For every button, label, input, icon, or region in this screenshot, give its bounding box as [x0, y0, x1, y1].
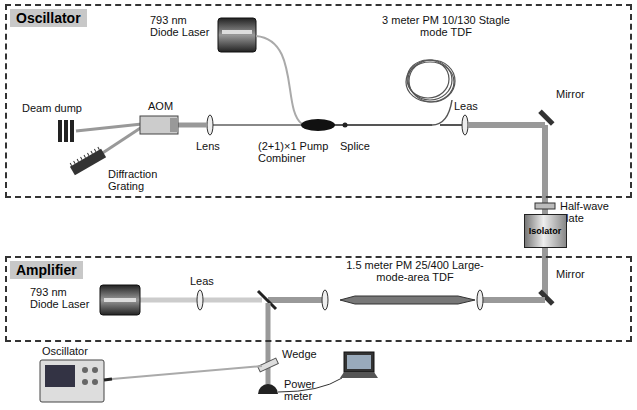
part-label: 3 meter PM 10/130 Stagle mode TDF: [378, 14, 514, 38]
part-label: Wedge: [282, 348, 317, 360]
region-heading: Oscillator: [10, 9, 87, 27]
region-box: Amplifier: [5, 256, 632, 342]
coil-loop: [407, 60, 449, 98]
scope-knob: [82, 367, 88, 373]
part-label: AOM: [148, 100, 173, 112]
dump-plate: [58, 120, 62, 142]
part-label: Lens: [196, 140, 220, 152]
part-label: 1.5 meter PM 25/400 Large-mode-area TDF: [340, 259, 490, 283]
scope-knob: [92, 367, 98, 373]
beam: [483, 297, 545, 303]
laser-stripe: [222, 30, 252, 34]
beam: [268, 297, 322, 303]
lens: [197, 290, 203, 310]
part-label: Splice: [340, 140, 370, 152]
grating-body: [70, 149, 106, 176]
fiber: [432, 100, 452, 125]
beam: [542, 125, 548, 198]
laptop: [340, 352, 378, 378]
part-label: Half-wave plate: [560, 200, 632, 224]
sample-beam: [112, 366, 262, 379]
aom: [140, 116, 178, 134]
scope-knob: [82, 379, 88, 385]
beam: [98, 127, 142, 156]
part-label: Mirror: [556, 268, 585, 280]
fiber: [213, 124, 302, 126]
laptop-screen: [344, 352, 374, 372]
lens: [322, 290, 328, 310]
laser-body: [218, 18, 256, 52]
oscilloscope: [40, 360, 112, 402]
fiber-coil: [406, 60, 455, 102]
region-box: Oscillator: [5, 4, 632, 198]
part-label: Deam dump: [22, 102, 82, 114]
region-heading: Amplifier: [10, 261, 83, 279]
scope-knob: [92, 379, 98, 385]
beam-dump: [58, 120, 74, 142]
beam: [266, 303, 271, 386]
grating-ridges: [70, 147, 99, 166]
component-label: Isolator: [529, 226, 562, 236]
pump-combiner: [301, 119, 335, 131]
part-label: Power meter: [284, 378, 324, 402]
laser-stripe: [104, 298, 136, 302]
mirror: [538, 110, 554, 126]
coil-loop: [406, 62, 454, 102]
dump-plate: [70, 120, 74, 142]
probe: [104, 379, 112, 380]
isolator-box: Isolator: [524, 214, 567, 248]
power-detector: [258, 384, 278, 394]
part-label: Oscillator: [42, 345, 88, 357]
fiber: [334, 124, 432, 126]
part-label: 793 nm Diode Laser: [30, 286, 94, 310]
half-wave-plate: [535, 203, 555, 209]
lens: [462, 115, 468, 135]
wedge: [258, 358, 279, 372]
fiber: [440, 124, 462, 126]
part-label: Leas: [454, 100, 478, 112]
beam: [468, 122, 545, 128]
beam: [178, 123, 207, 128]
diffraction-grating: [68, 146, 106, 175]
lens: [477, 290, 483, 310]
part-label: (2+1)×1 Pump Combiner: [258, 140, 334, 164]
beam-connector: [542, 248, 548, 256]
part-label: Leas: [190, 275, 214, 287]
scope-body: [40, 360, 104, 402]
scope-screen: [45, 365, 75, 387]
diode-laser: [218, 18, 256, 52]
splice-point: [343, 123, 348, 128]
laser-body: [100, 285, 140, 315]
aom-end: [170, 118, 178, 132]
part-label: Diffraction Grating: [108, 168, 170, 192]
diode-laser: [100, 285, 140, 315]
laptop-base: [340, 372, 378, 378]
dump-plate: [64, 120, 68, 142]
laptop-display: [347, 355, 371, 369]
lens: [207, 115, 213, 135]
beam: [76, 124, 142, 131]
part-label: Mirror: [556, 88, 585, 100]
part-label: 793 nm Diode Laser: [150, 14, 214, 38]
pump-fiber: [256, 36, 302, 124]
large-mode-area-fiber: [340, 296, 475, 304]
